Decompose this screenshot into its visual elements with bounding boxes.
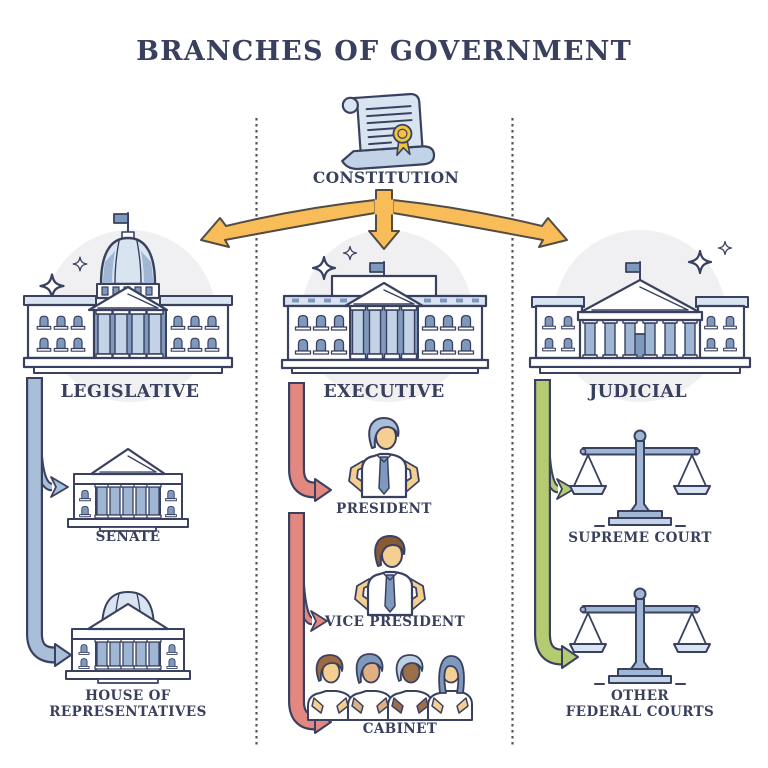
cabinet-label: CABINET: [362, 721, 438, 737]
executive-flow-arrows: [288, 382, 332, 734]
page-title: BRANCHES OF GOVERNMENT: [136, 36, 632, 67]
house-of-representatives-label: HOUSE OF REPRESENTATIVES: [49, 688, 207, 721]
house-of-representatives-building-icon: [65, 591, 191, 684]
constitution-scroll-icon: [341, 93, 436, 171]
cabinet-group-icon: [307, 653, 473, 721]
federal-courts-scales-icon: [569, 587, 711, 685]
supreme-court-scales-icon: [569, 429, 711, 527]
senate-label: SENATE: [95, 529, 161, 545]
constitution-distribution-arrow: [200, 189, 568, 250]
legislative-label: LEGISLATIVE: [60, 382, 200, 402]
other-federal-courts-label: OTHER FEDERAL COURTS: [565, 688, 715, 721]
executive-label: EXECUTIVE: [323, 382, 445, 402]
president-label: PRESIDENT: [336, 501, 432, 517]
white-house-icon: [280, 245, 490, 374]
capitol-building-icon: [22, 212, 234, 374]
legislative-flow-arrow: [26, 377, 72, 667]
vice-president-person-icon: [354, 535, 426, 617]
president-person-icon: [348, 417, 420, 499]
supreme-court-label: SUPREME COURT: [568, 530, 712, 546]
constitution-label: CONSTITUTION: [312, 168, 460, 187]
judicial-flow-arrow: [534, 379, 579, 669]
senate-building-icon: [67, 447, 189, 532]
judicial-label: JUDICIAL: [588, 382, 688, 402]
courthouse-building-icon: [528, 240, 752, 374]
vice-president-label: VICE PRESIDENT: [324, 614, 466, 630]
